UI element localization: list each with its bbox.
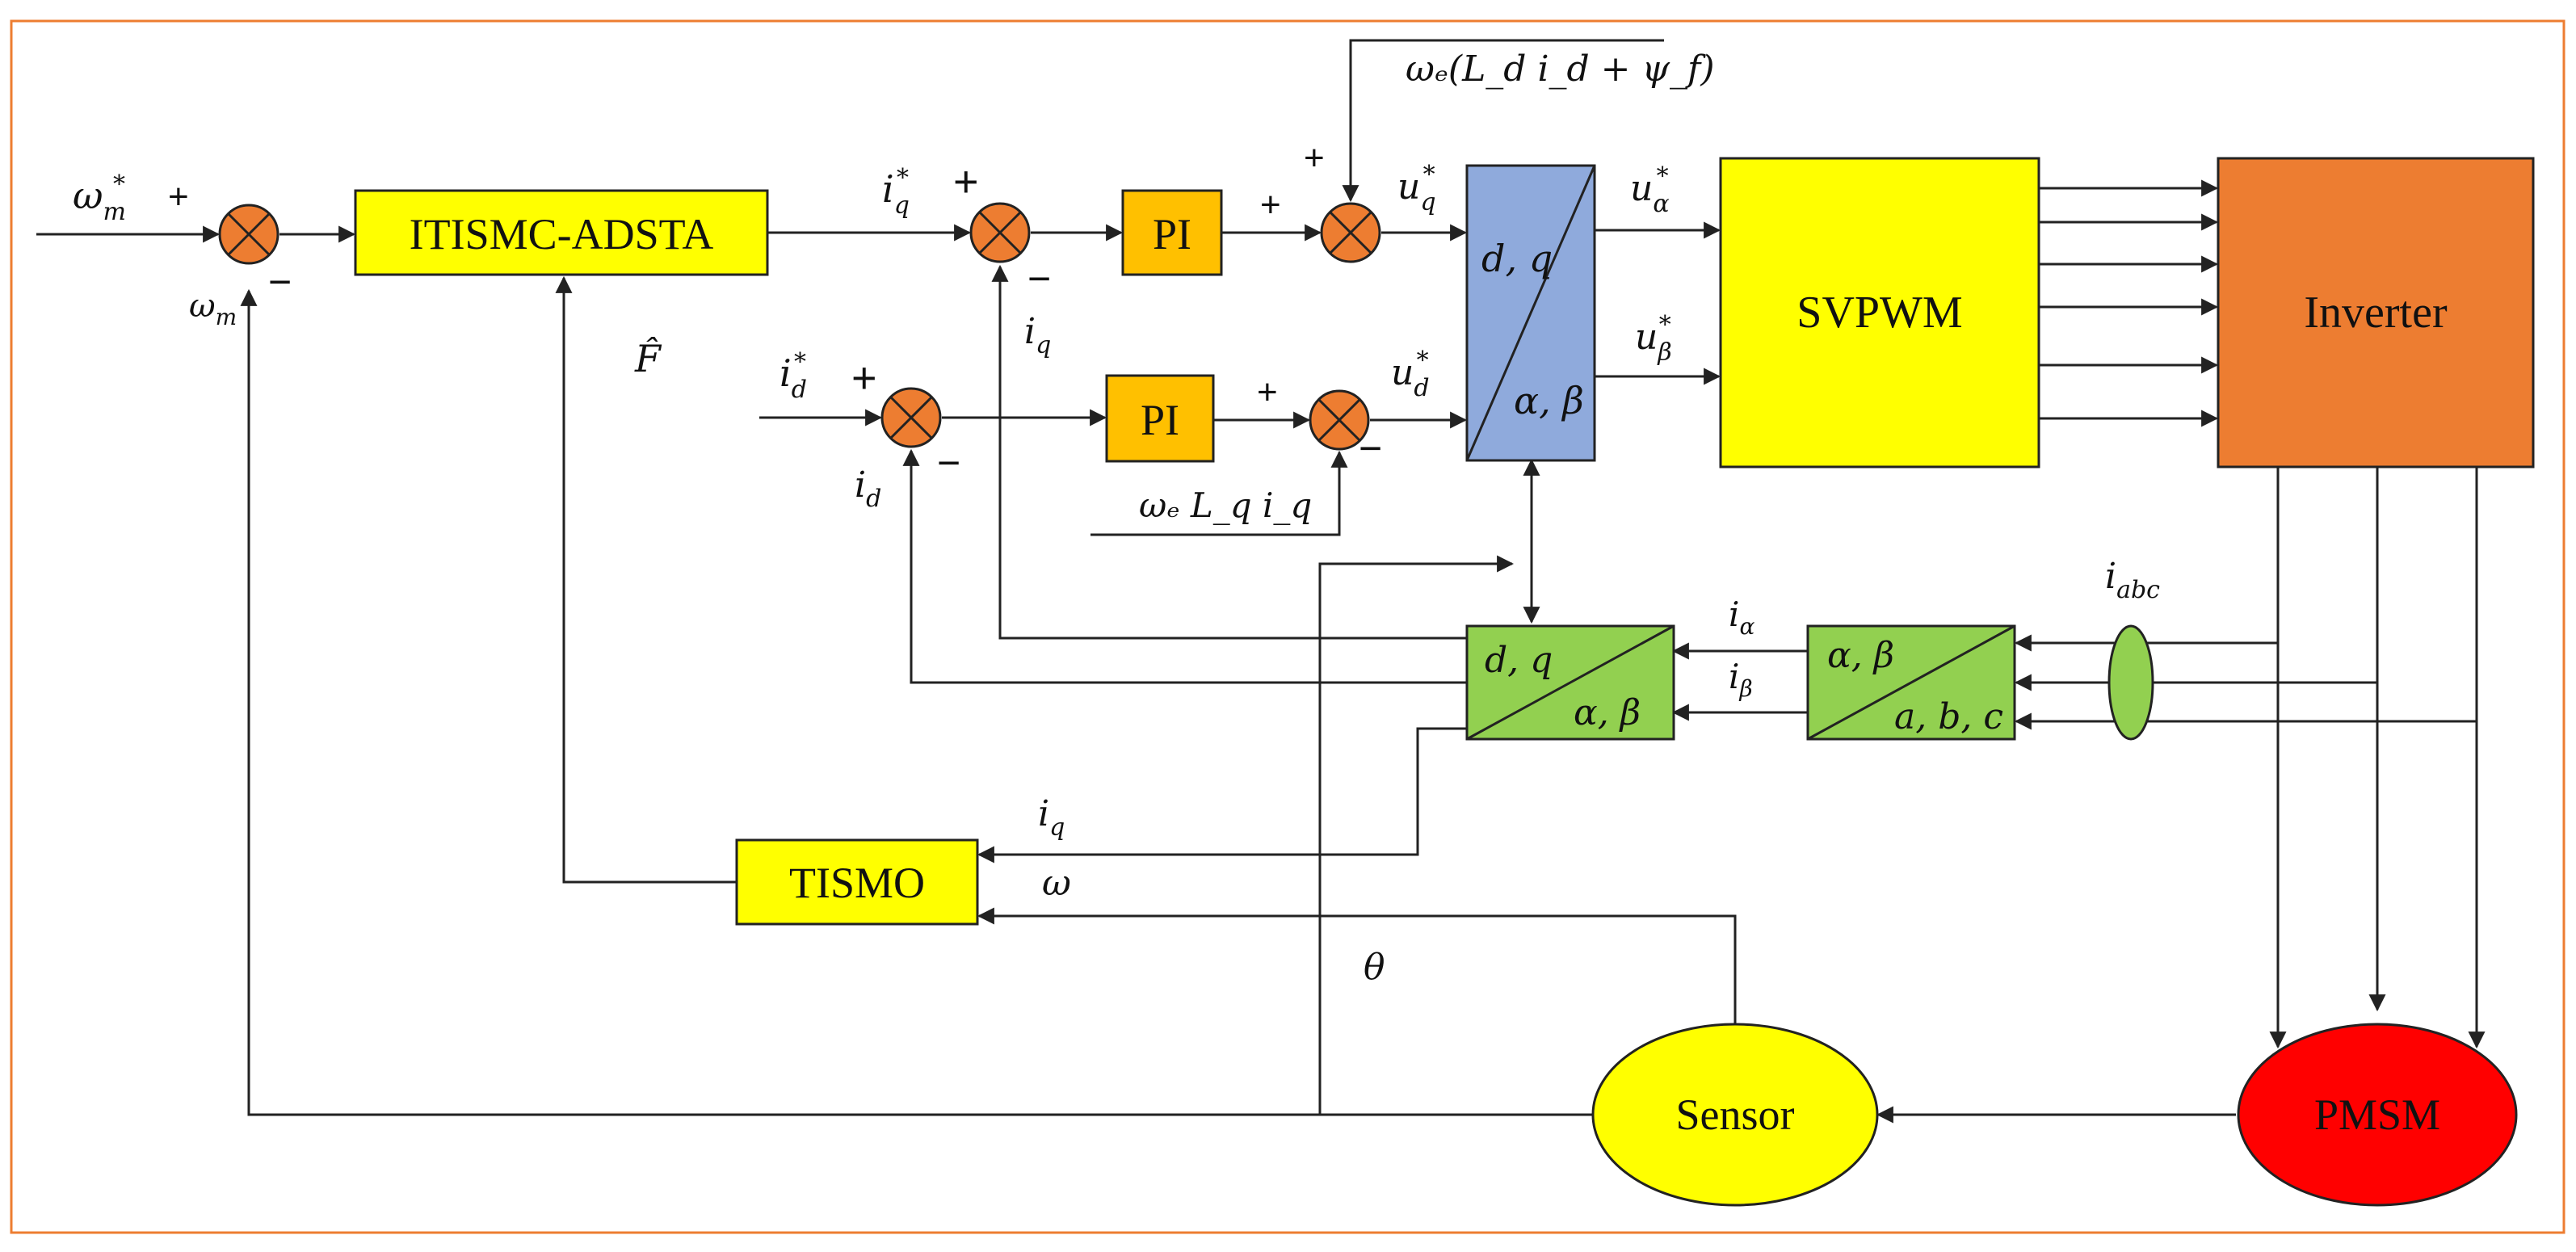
sum-uq bbox=[1320, 202, 1381, 263]
sum-ud bbox=[1309, 389, 1370, 451]
sign-plus: + bbox=[1304, 138, 1325, 178]
clarke-block: α, β a, b, c bbox=[1806, 624, 2016, 741]
ud-ref-label: ud* bbox=[1391, 347, 1430, 402]
iq-obs-label: iq bbox=[1038, 793, 1065, 842]
sum-speed bbox=[218, 204, 279, 265]
id-fb-label: id bbox=[855, 464, 881, 513]
sign-plus: + bbox=[1260, 185, 1281, 225]
ubeta-ref-label: uβ* bbox=[1635, 311, 1672, 367]
sign-minus: − bbox=[937, 440, 960, 485]
sum-iq bbox=[969, 202, 1031, 263]
svg-text:ITISMC-ADSTA: ITISMC-ADSTA bbox=[410, 210, 714, 258]
sign-minus: − bbox=[268, 259, 292, 305]
svg-text:d, q: d, q bbox=[1485, 640, 1553, 681]
svg-text:Inverter: Inverter bbox=[2304, 288, 2448, 338]
id-ref-label: id* bbox=[780, 348, 807, 404]
sign-plus: + bbox=[953, 158, 979, 206]
junction-signs: + − + − + + + − + − bbox=[168, 138, 1382, 485]
park-block: d, q α, β bbox=[1465, 624, 1675, 741]
svg-text:α, β: α, β bbox=[1827, 635, 1894, 676]
theta-label: θ bbox=[1364, 947, 1385, 988]
summing-junctions bbox=[218, 202, 1381, 451]
svg-text:α, β: α, β bbox=[1574, 692, 1641, 733]
signal-labels: ωm* ωm iq* iq F̂ id* id ωₑ(L_d i_d + ψ_f… bbox=[73, 48, 2160, 988]
i-abc-label: iabc bbox=[2105, 556, 2160, 604]
uq-ref-label: uq* bbox=[1397, 161, 1436, 216]
svg-text:d, q: d, q bbox=[1481, 237, 1553, 280]
svg-text:PI: PI bbox=[1153, 210, 1191, 258]
feedforward-q-label: ωₑ(L_d i_d + ψ_f) bbox=[1406, 48, 1715, 90]
feedforward-d-label: ωₑ L_q i_q bbox=[1139, 485, 1312, 525]
i-beta-label: iβ bbox=[1729, 657, 1753, 702]
current-sensor-icon bbox=[2107, 624, 2154, 741]
itismc-block: ITISMC-ADSTA bbox=[354, 189, 769, 276]
svpwm-block: SVPWM bbox=[1719, 157, 2040, 468]
svg-text:PI: PI bbox=[1141, 396, 1179, 444]
pi-d-block: PI bbox=[1105, 374, 1215, 463]
inverter-block: Inverter bbox=[2217, 157, 2535, 468]
disturbance-est-label: F̂ bbox=[634, 337, 662, 380]
tismo-block: TISMO bbox=[735, 838, 979, 926]
svg-text:a, b, c: a, b, c bbox=[1894, 696, 2003, 737]
pmsm-block: PMSM bbox=[2237, 1023, 2518, 1207]
ualpha-ref-label: uα* bbox=[1630, 162, 1670, 218]
svg-text:PMSM: PMSM bbox=[2314, 1090, 2440, 1139]
svg-text:TISMO: TISMO bbox=[789, 859, 925, 907]
inverse-park-block: d, q α, β bbox=[1465, 164, 1596, 462]
speed-ref-label: ωm* bbox=[73, 170, 126, 226]
sum-id bbox=[880, 387, 942, 448]
speed-fb-label: ωm bbox=[189, 288, 237, 330]
svg-text:SVPWM: SVPWM bbox=[1796, 288, 1962, 338]
omega-obs-label: ω bbox=[1042, 863, 1071, 904]
iq-ref-label: iq* bbox=[882, 164, 910, 220]
sign-minus: − bbox=[1359, 426, 1382, 471]
i-alpha-label: iα bbox=[1729, 594, 1754, 640]
sign-plus: + bbox=[851, 354, 877, 402]
iq-fb-label: iq bbox=[1024, 311, 1051, 359]
sign-plus: + bbox=[168, 177, 189, 216]
sensor-block: Sensor bbox=[1591, 1023, 1879, 1207]
sign-plus: + bbox=[1257, 372, 1278, 412]
sign-minus: − bbox=[1027, 256, 1051, 301]
pi-q-block: PI bbox=[1121, 189, 1223, 276]
outer-frame bbox=[10, 19, 2565, 1234]
svg-text:Sensor: Sensor bbox=[1676, 1090, 1795, 1139]
connection-lines bbox=[36, 39, 2486, 1124]
svg-text:α, β: α, β bbox=[1514, 379, 1584, 422]
